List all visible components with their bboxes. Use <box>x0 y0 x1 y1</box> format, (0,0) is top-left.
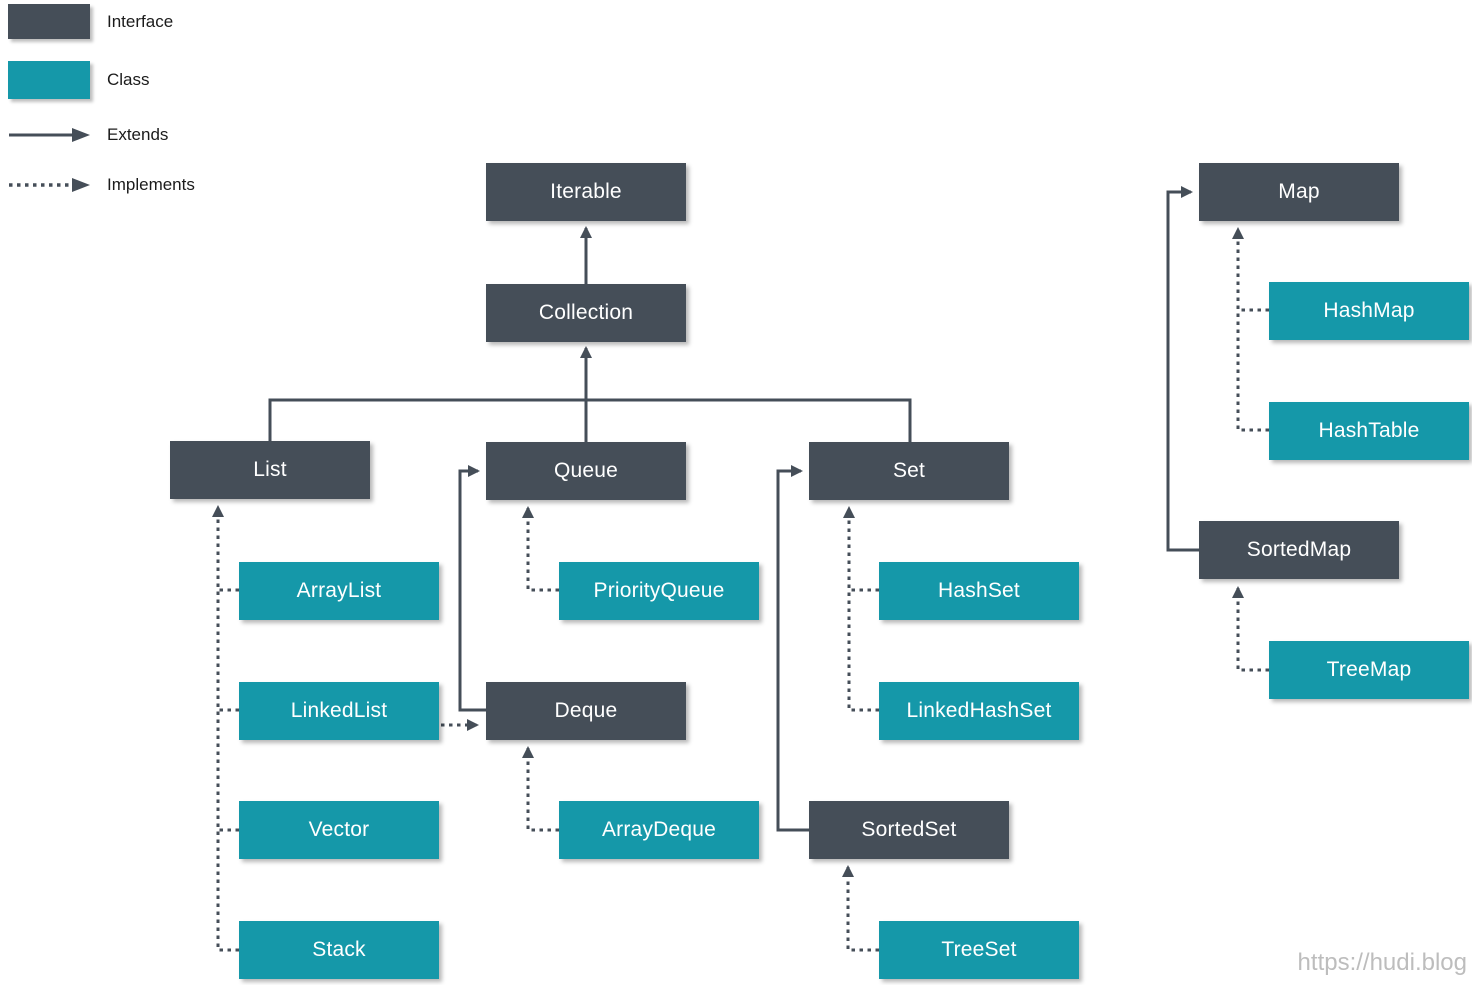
node-iterable: Iterable <box>486 163 686 221</box>
node-sortedmap: SortedMap <box>1199 521 1399 579</box>
node-map: Map <box>1199 163 1399 221</box>
node-label: LinkedList <box>290 699 388 722</box>
node-label: Iterable <box>550 180 622 203</box>
node-hashmap: HashMap <box>1269 282 1469 340</box>
node-treemap: TreeMap <box>1269 641 1469 699</box>
legend-row-interface: Interface <box>8 4 173 39</box>
legend-row-implements: Implements <box>8 175 195 195</box>
node-hashtable: HashTable <box>1269 402 1469 460</box>
node-label: HashMap <box>1323 299 1415 322</box>
node-label: TreeMap <box>1326 658 1412 681</box>
node-list: List <box>170 441 370 499</box>
node-queue: Queue <box>486 442 686 500</box>
node-arraylist: ArrayList <box>239 562 439 620</box>
edge-collection-branch-bar <box>268 398 912 442</box>
node-vector: Vector <box>239 801 439 859</box>
node-label: HashTable <box>1318 419 1420 442</box>
node-priorityqueue: PriorityQueue <box>559 562 759 620</box>
legend-label-interface: Interface <box>107 11 174 31</box>
edge-stack-to-list <box>212 505 239 952</box>
legend-label-implements: Implements <box>107 175 195 194</box>
node-label: ArrayList <box>296 579 382 602</box>
node-collection: Collection <box>486 284 686 342</box>
node-linkedlist: LinkedList <box>239 682 439 740</box>
node-treeset: TreeSet <box>879 921 1079 979</box>
node-set: Set <box>809 442 1009 500</box>
node-deque: Deque <box>486 682 686 740</box>
node-label: LinkedHashSet <box>906 699 1052 722</box>
node-label: Collection <box>538 301 634 324</box>
node-label: SortedSet <box>861 818 957 841</box>
edge-treemap-to-sortedmap <box>1232 586 1269 672</box>
node-arraydeque: ArrayDeque <box>559 801 759 859</box>
legend-row-extends: Extends <box>8 125 168 145</box>
extends-arrow-icon <box>9 128 90 142</box>
node-label: Vector <box>308 818 370 841</box>
node-label: Stack <box>312 938 366 961</box>
node-label: HashSet <box>938 579 1020 602</box>
node-label: Deque <box>554 699 618 722</box>
legend-label-class: Class <box>107 70 150 89</box>
implements-arrow-icon <box>9 178 90 192</box>
legend-row-class: Class <box>8 61 150 99</box>
node-label: Map <box>1278 180 1320 203</box>
edge-arraydeque-to-deque <box>522 746 559 832</box>
watermark: https://hudi.blog <box>1297 949 1467 976</box>
node-linkedhashset: LinkedHashSet <box>879 682 1079 740</box>
edge-sortedset-to-set <box>776 465 809 832</box>
interface-swatch-icon <box>8 4 90 39</box>
node-sortedset: SortedSet <box>809 801 1009 859</box>
edge-treeset-to-sortedset <box>842 865 879 952</box>
node-label: Queue <box>553 459 619 482</box>
node-label: ArrayDeque <box>601 818 717 841</box>
edge-deque-to-queue <box>458 465 486 712</box>
class-swatch-icon <box>8 61 90 99</box>
edge-linkedhashset-to-set <box>843 506 879 712</box>
node-label: Set <box>892 459 926 482</box>
node-label: SortedMap <box>1246 538 1352 561</box>
node-label: List <box>253 458 287 481</box>
node-stack: Stack <box>239 921 439 979</box>
node-label: PriorityQueue <box>593 579 725 602</box>
edge-hashtable-to-map <box>1232 227 1269 432</box>
node-label: TreeSet <box>941 938 1017 961</box>
edge-priorityqueue-to-queue <box>522 506 559 592</box>
legend-label-extends: Extends <box>107 125 169 144</box>
edge-sortedmap-to-map <box>1166 186 1199 552</box>
node-hashset: HashSet <box>879 562 1079 620</box>
